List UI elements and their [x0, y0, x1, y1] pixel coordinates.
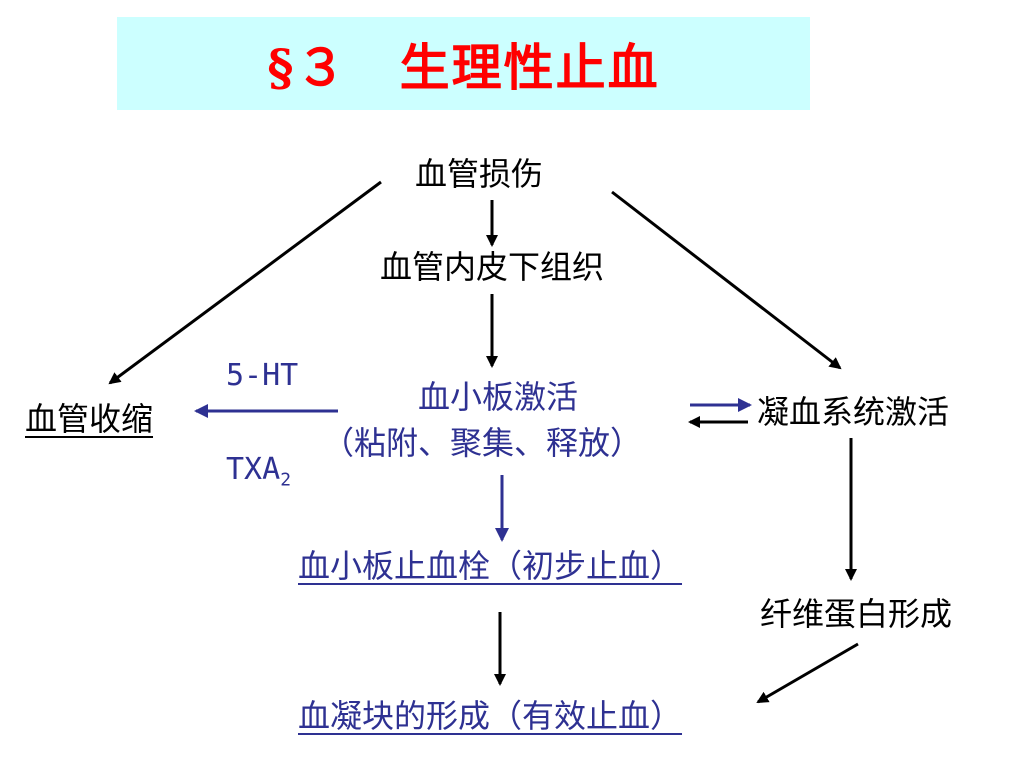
title-banner: §３ 生理性止血: [117, 17, 810, 110]
mediator-serotonin: 5-HT: [226, 358, 299, 393]
node-platelet-activation: 血小板激活: [418, 378, 579, 416]
node-vasoconstriction: 血管收缩: [25, 400, 154, 438]
node-coagulation-activation: 凝血系统激活: [757, 393, 950, 431]
mediator-thromboxane-main: TXA: [226, 452, 281, 487]
arrow-fibrin-to-clot: [756, 642, 859, 704]
node-platelet-processes: （粘附、聚集、释放）: [322, 424, 643, 462]
node-subendothelium: 血管内皮下组织: [380, 248, 605, 286]
mediator-thromboxane-subscript: 2: [280, 469, 292, 491]
arrow-injury-to-vasoconstriction: [108, 180, 382, 385]
arrow-injury-to-coagulation: [611, 190, 842, 370]
node-fibrin-formation: 纤维蛋白形成: [760, 595, 953, 633]
node-platelet-plug: 血小板止血栓（初步止血）: [298, 547, 683, 585]
mediator-thromboxane: TXA2: [226, 452, 291, 491]
node-clot-formation: 血凝块的形成（有效止血）: [298, 697, 683, 735]
node-vessel-injury: 血管损伤: [415, 155, 544, 193]
slide-title: §３ 生理性止血: [267, 37, 660, 97]
